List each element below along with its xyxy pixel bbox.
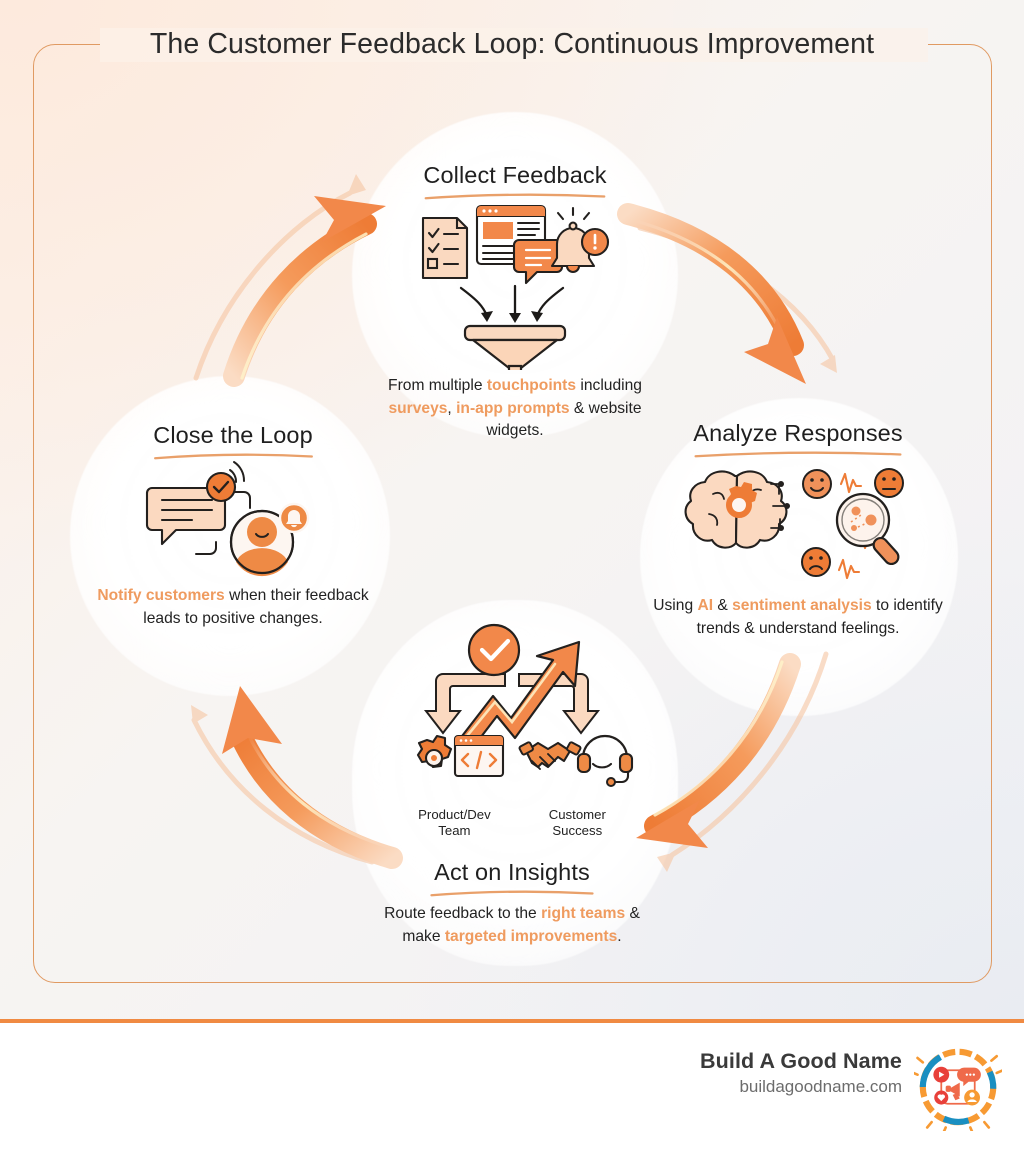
text-run: .	[617, 927, 622, 945]
brand-block: Build A Good Name buildagoodname.com	[700, 1049, 902, 1097]
bell-badge-icon	[278, 502, 310, 534]
node-act-on-insights: Product/Dev Team Customer Success Act on…	[352, 618, 672, 948]
collect-heading: Collect Feedback	[423, 162, 607, 188]
page-title: The Customer Feedback Loop: Continuous I…	[149, 28, 875, 60]
notification-bell-icon	[550, 206, 610, 274]
act-underline	[430, 890, 594, 897]
arrow-act-to-close	[222, 686, 403, 869]
branch-arrows-icon	[423, 673, 601, 735]
analyze-underline	[694, 451, 902, 458]
text-run: when their feedback leads to positive ch…	[143, 587, 369, 627]
arrow-collect-to-analyze	[617, 203, 806, 384]
analyze-illustration	[684, 468, 904, 580]
text-run-highlight: Notify customers	[97, 587, 225, 604]
brain-gear-icon	[684, 470, 790, 549]
user-avatar-icon	[229, 509, 295, 577]
act-description: Route feedback to the right teams & make…	[352, 903, 672, 948]
collect-illustration	[421, 204, 610, 374]
text-run-highlight: surveys	[388, 399, 448, 417]
funnel-icon	[463, 324, 567, 374]
act-illustration	[416, 623, 634, 787]
sad-face-icon	[801, 547, 831, 577]
branch-label-product-dev: Product/Dev Team	[418, 807, 491, 839]
branch-label-line1: Product/Dev	[418, 807, 491, 822]
text-run-highlight: targeted improvements	[444, 927, 618, 945]
feed-arrows-icon	[459, 284, 565, 318]
text-run: including	[576, 377, 642, 394]
node-close-the-loop: Close the Loop	[80, 422, 386, 630]
growth-arrow-icon	[457, 640, 581, 752]
halo-collect	[352, 112, 678, 438]
branch-label-line2: Team	[438, 823, 471, 839]
node-analyze-responses: Analyze Responses	[648, 420, 948, 640]
text-run-highlight: in-app prompts	[456, 399, 570, 417]
text-run: ,	[447, 399, 457, 417]
branch-label-line1: Customer	[548, 807, 606, 822]
code-window-icon	[453, 734, 505, 778]
close-illustration	[145, 461, 310, 577]
analyze-description: Using AI & sentiment analysis to identif…	[648, 595, 948, 640]
node-collect-feedback: Collect Feedback	[362, 162, 668, 443]
frame-title-gap	[100, 28, 928, 62]
buildagoodname-logo	[914, 1048, 1002, 1131]
text-run-highlight: sentiment analysis	[732, 597, 872, 614]
flow-arrows	[191, 174, 837, 872]
footer-divider	[0, 1019, 1024, 1023]
arrow-close-to-collect	[223, 196, 386, 387]
collect-description: From multiple touchpoints including surv…	[362, 375, 668, 443]
text-run: From multiple	[388, 377, 487, 394]
text-run: Route feedback to the	[384, 905, 542, 923]
analyze-heading: Analyze Responses	[693, 420, 903, 446]
branch-label-customer-success: Customer Success	[549, 807, 606, 839]
footer: Build A Good Name buildagoodname.com	[0, 1023, 1024, 1154]
arrow-analyze-to-act	[636, 653, 801, 848]
text-run: Using	[653, 597, 698, 614]
text-run: & website widgets.	[486, 399, 642, 440]
headset-icon	[576, 734, 634, 787]
checklist-icon	[421, 216, 469, 280]
brand-url: buildagoodname.com	[739, 1077, 902, 1096]
magnifier-icon	[835, 492, 900, 566]
text-run-highlight: touchpoints	[486, 377, 577, 394]
happy-face-icon	[802, 469, 832, 499]
close-description: Notify customers when their feedback lea…	[80, 585, 386, 630]
text-run: &	[713, 597, 733, 614]
collect-underline	[424, 193, 606, 200]
text-run: to identify trends & understand feelings…	[696, 597, 943, 637]
text-run-highlight: AI	[697, 597, 714, 614]
close-heading: Close the Loop	[153, 422, 313, 448]
gear-icon	[416, 734, 453, 769]
check-circle-icon	[467, 623, 521, 677]
check-badge-icon	[205, 461, 246, 503]
brand-name: Build A Good Name	[700, 1049, 902, 1073]
halo-close	[70, 376, 390, 696]
text-run-highlight: right teams	[541, 905, 626, 923]
close-underline	[153, 453, 313, 460]
text-run: & make	[402, 905, 640, 945]
branch-label-line2: Success	[552, 823, 603, 839]
neutral-face-icon	[874, 468, 904, 498]
act-heading: Act on Insights	[434, 859, 590, 886]
handshake-icon	[518, 741, 582, 770]
